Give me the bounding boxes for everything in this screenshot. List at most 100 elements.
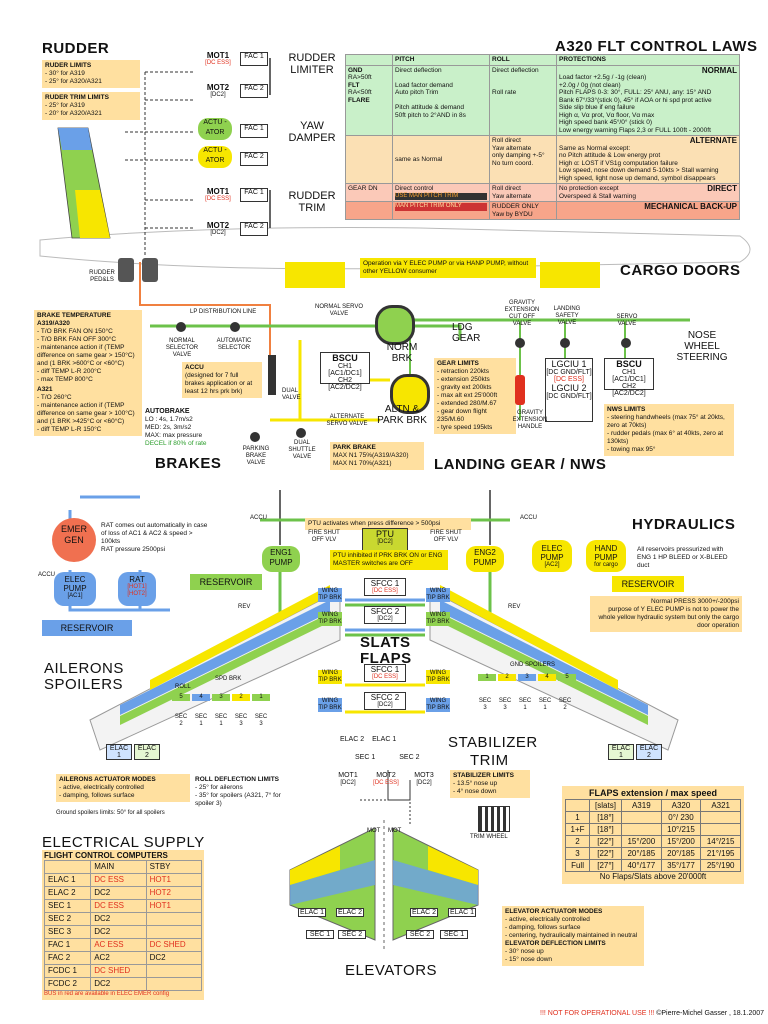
stab-mot1: MOT1[DC2] [338, 772, 358, 786]
rudder-trim-mot2: MOT2[DC2] [206, 221, 230, 237]
roll-label-left: ROLL [175, 684, 191, 690]
bscu-brakes: BSCU CH1 [AC1/DC1]CH2 [AC2/DC2] [320, 352, 370, 391]
cargo-note: Operation via Y ELEC PUMP or via HANP PU… [360, 258, 536, 278]
fac1-limiter: FAC 1 [240, 52, 268, 66]
spoilers-left: 5 4 3 2 1 [172, 694, 270, 701]
fac2-limiter: FAC 2 [240, 84, 268, 98]
stab-sec2: SEC 2 [399, 754, 420, 761]
elevator-elac1-right: ELAC 1 [448, 908, 476, 917]
spoiler-right-5: 5 [558, 674, 576, 681]
rev-right-label: REV [508, 604, 521, 610]
norm-brk-wheel-icon [375, 305, 415, 345]
elec-emer-footnote: BUS in red are available in ELEC EMER co… [44, 991, 170, 997]
altn-brk-wheel-icon [390, 374, 430, 414]
elevator-sec2-right: SEC 2 [406, 930, 434, 939]
elevator-sec2-left: SEC 2 [338, 930, 366, 939]
rudder-limiter-label: RUDDER LIMITER [288, 52, 336, 76]
elac1-aileron-right: ELAC 1 [608, 744, 634, 760]
spoiler-left-1: 1 [252, 694, 270, 701]
elevator-sec1-right: SEC 1 [440, 930, 468, 939]
rudder-limits-note: RUDER LIMITS - 30° for A319- 25° for A32… [42, 60, 140, 88]
fcc-subtitle: FLIGHT CONTROL COMPUTERS [44, 851, 168, 860]
accu-green-label: ACCU [250, 515, 268, 521]
bscu-nws: BSCU CH1 [AC1/DC1]CH2 [AC2/DC2] [604, 358, 654, 397]
reservoir-yellow: RESERVOIR [612, 576, 684, 592]
rudder-title: RUDDER [42, 40, 110, 57]
parking-brake-valve-label: PARKING BRAKE VALVE [242, 446, 270, 466]
parking-brake-valve-icon [250, 432, 260, 442]
spoilers-right: 1 2 3 4 5 [478, 674, 576, 681]
alternate-servo-valve-label: ALTERNATE SERVO VALVE [326, 414, 368, 427]
automatic-selector-icon [230, 322, 240, 332]
accu-blue-label: ACCU [38, 572, 56, 578]
flaps-footer: No Flaps/Slats above 20'000ft [599, 872, 707, 881]
flaps-title: FLAPS [360, 650, 412, 667]
cargo-actuator-right [540, 262, 600, 288]
stab-mot3: MOT3[DC2] [414, 772, 434, 786]
stabilizer-limits-note: STABILIZER LIMITS- 13.5° nose up- 4° nos… [450, 770, 530, 798]
rudder-pedals-label: RUDDER PED&LS [89, 270, 115, 283]
copyright: ©Pierre-Michel Gasser , 18.1.2007 [656, 1010, 765, 1017]
gravity-extension-handle-label: GRAVITY EXTENSION HANDLE [512, 410, 548, 430]
stabilizer-secs: SEC 1 SEC 2 [355, 754, 419, 761]
emer-gen-icon: EMER GEN [52, 518, 96, 562]
landing-safety-valve-label: LANDING SAFETY VALVE [553, 306, 581, 326]
nose-wheel-steering-label: NOSE WHEEL STEERING [676, 330, 728, 363]
gravity-cutoff-valve-icon [515, 338, 525, 348]
spoiler-left-4: 4 [192, 694, 210, 701]
servo-valve-label: SERVO VALVE [616, 314, 638, 327]
nws-limits-note: NWS LIMITS - steering handwheels (max 75… [604, 404, 734, 456]
yaw-actuator-1: ACTU -ATOR [198, 118, 232, 140]
footer: !!! NOT FOR OPERATIONAL USE !!! ©Pierre-… [540, 1010, 764, 1017]
rudder-pedal-right [142, 258, 158, 282]
landing-gear-title: LANDING GEAR / NWS [434, 456, 607, 473]
brake-temperature-note: BRAKE TEMPERATURE A319/A320 - T/O BRK FA… [34, 310, 142, 436]
spoiler-right-1: 1 [478, 674, 496, 681]
rat-note: RAT comes out automatically in case of l… [98, 520, 214, 556]
spoiler-right-2: 2 [498, 674, 516, 681]
stab-elac2: ELAC 2 [340, 736, 365, 743]
elevator-modes-note: ELEVATOR ACTUATOR MODES - active, electr… [502, 906, 644, 966]
dual-shuttle-valve-label: DUAL SHUTTLE VALVE [288, 440, 316, 460]
elac2-aileron-left: ELAC 2 [134, 744, 160, 760]
fac2-trim: FAC 2 [240, 222, 268, 236]
elac1-aileron-left: ELAC 1 [106, 744, 132, 760]
elevator-elac2-right: ELAC 2 [410, 908, 438, 917]
stab-mot2: MOT2[DC ESS] [373, 772, 399, 786]
elevator-elac1-left: ELAC 1 [298, 908, 326, 917]
wtb-flaps-left-1: WING TIP BRK [318, 670, 342, 684]
gravity-cutoff-valve-label: GRAVITY EXTENSION CUT OFF VALVE [504, 300, 540, 327]
elac2-aileron-right: ELAC 2 [636, 744, 662, 760]
rudder-pedal-left [118, 258, 134, 282]
stabilizer-title: STABILIZER [448, 734, 538, 751]
sfcc2-slats: SFCC 2[DC2] [364, 606, 406, 624]
stab-sec1: SEC 1 [355, 754, 376, 761]
flaps-table-title: FLAPS extension / max speed [588, 788, 718, 798]
spoiler-right-3: 3 [518, 674, 536, 681]
electrical-supply-title: ELECTRICAL SUPPLY [42, 834, 205, 851]
altn-park-brk-label: ALTN & PARK BRK [377, 404, 427, 426]
landing-safety-valve-icon [560, 338, 570, 348]
fac1-yaw: FAC 1 [240, 124, 268, 138]
ailerons-modes-note: AILERONS ACTUATOR MODES- active, electri… [56, 774, 190, 802]
ptu-note: PTU activates when press difference > 50… [305, 518, 471, 530]
ground-spoilers-note: Ground spoilers limits: 50° for all spoi… [56, 810, 165, 816]
lgciu-box: LGCIU 1 [DC GND/FLT][DC ESS] LGCIU 2[DC … [545, 358, 593, 422]
wtb-flaps-right-2: WING TIP BRK [426, 698, 450, 712]
yaw-actuator-2: ACTU -ATOR [198, 146, 232, 168]
fire-shutoff-right-label: FIRE SHUT OFF VLV [430, 530, 462, 543]
normal-selector-valve-icon [176, 322, 186, 332]
norm-brk-label: NORM BRK [386, 342, 418, 364]
automatic-selector-label: AUTOMATIC SELECTOR [216, 338, 252, 351]
eng2-pump: ENG2 PUMP [466, 546, 504, 572]
